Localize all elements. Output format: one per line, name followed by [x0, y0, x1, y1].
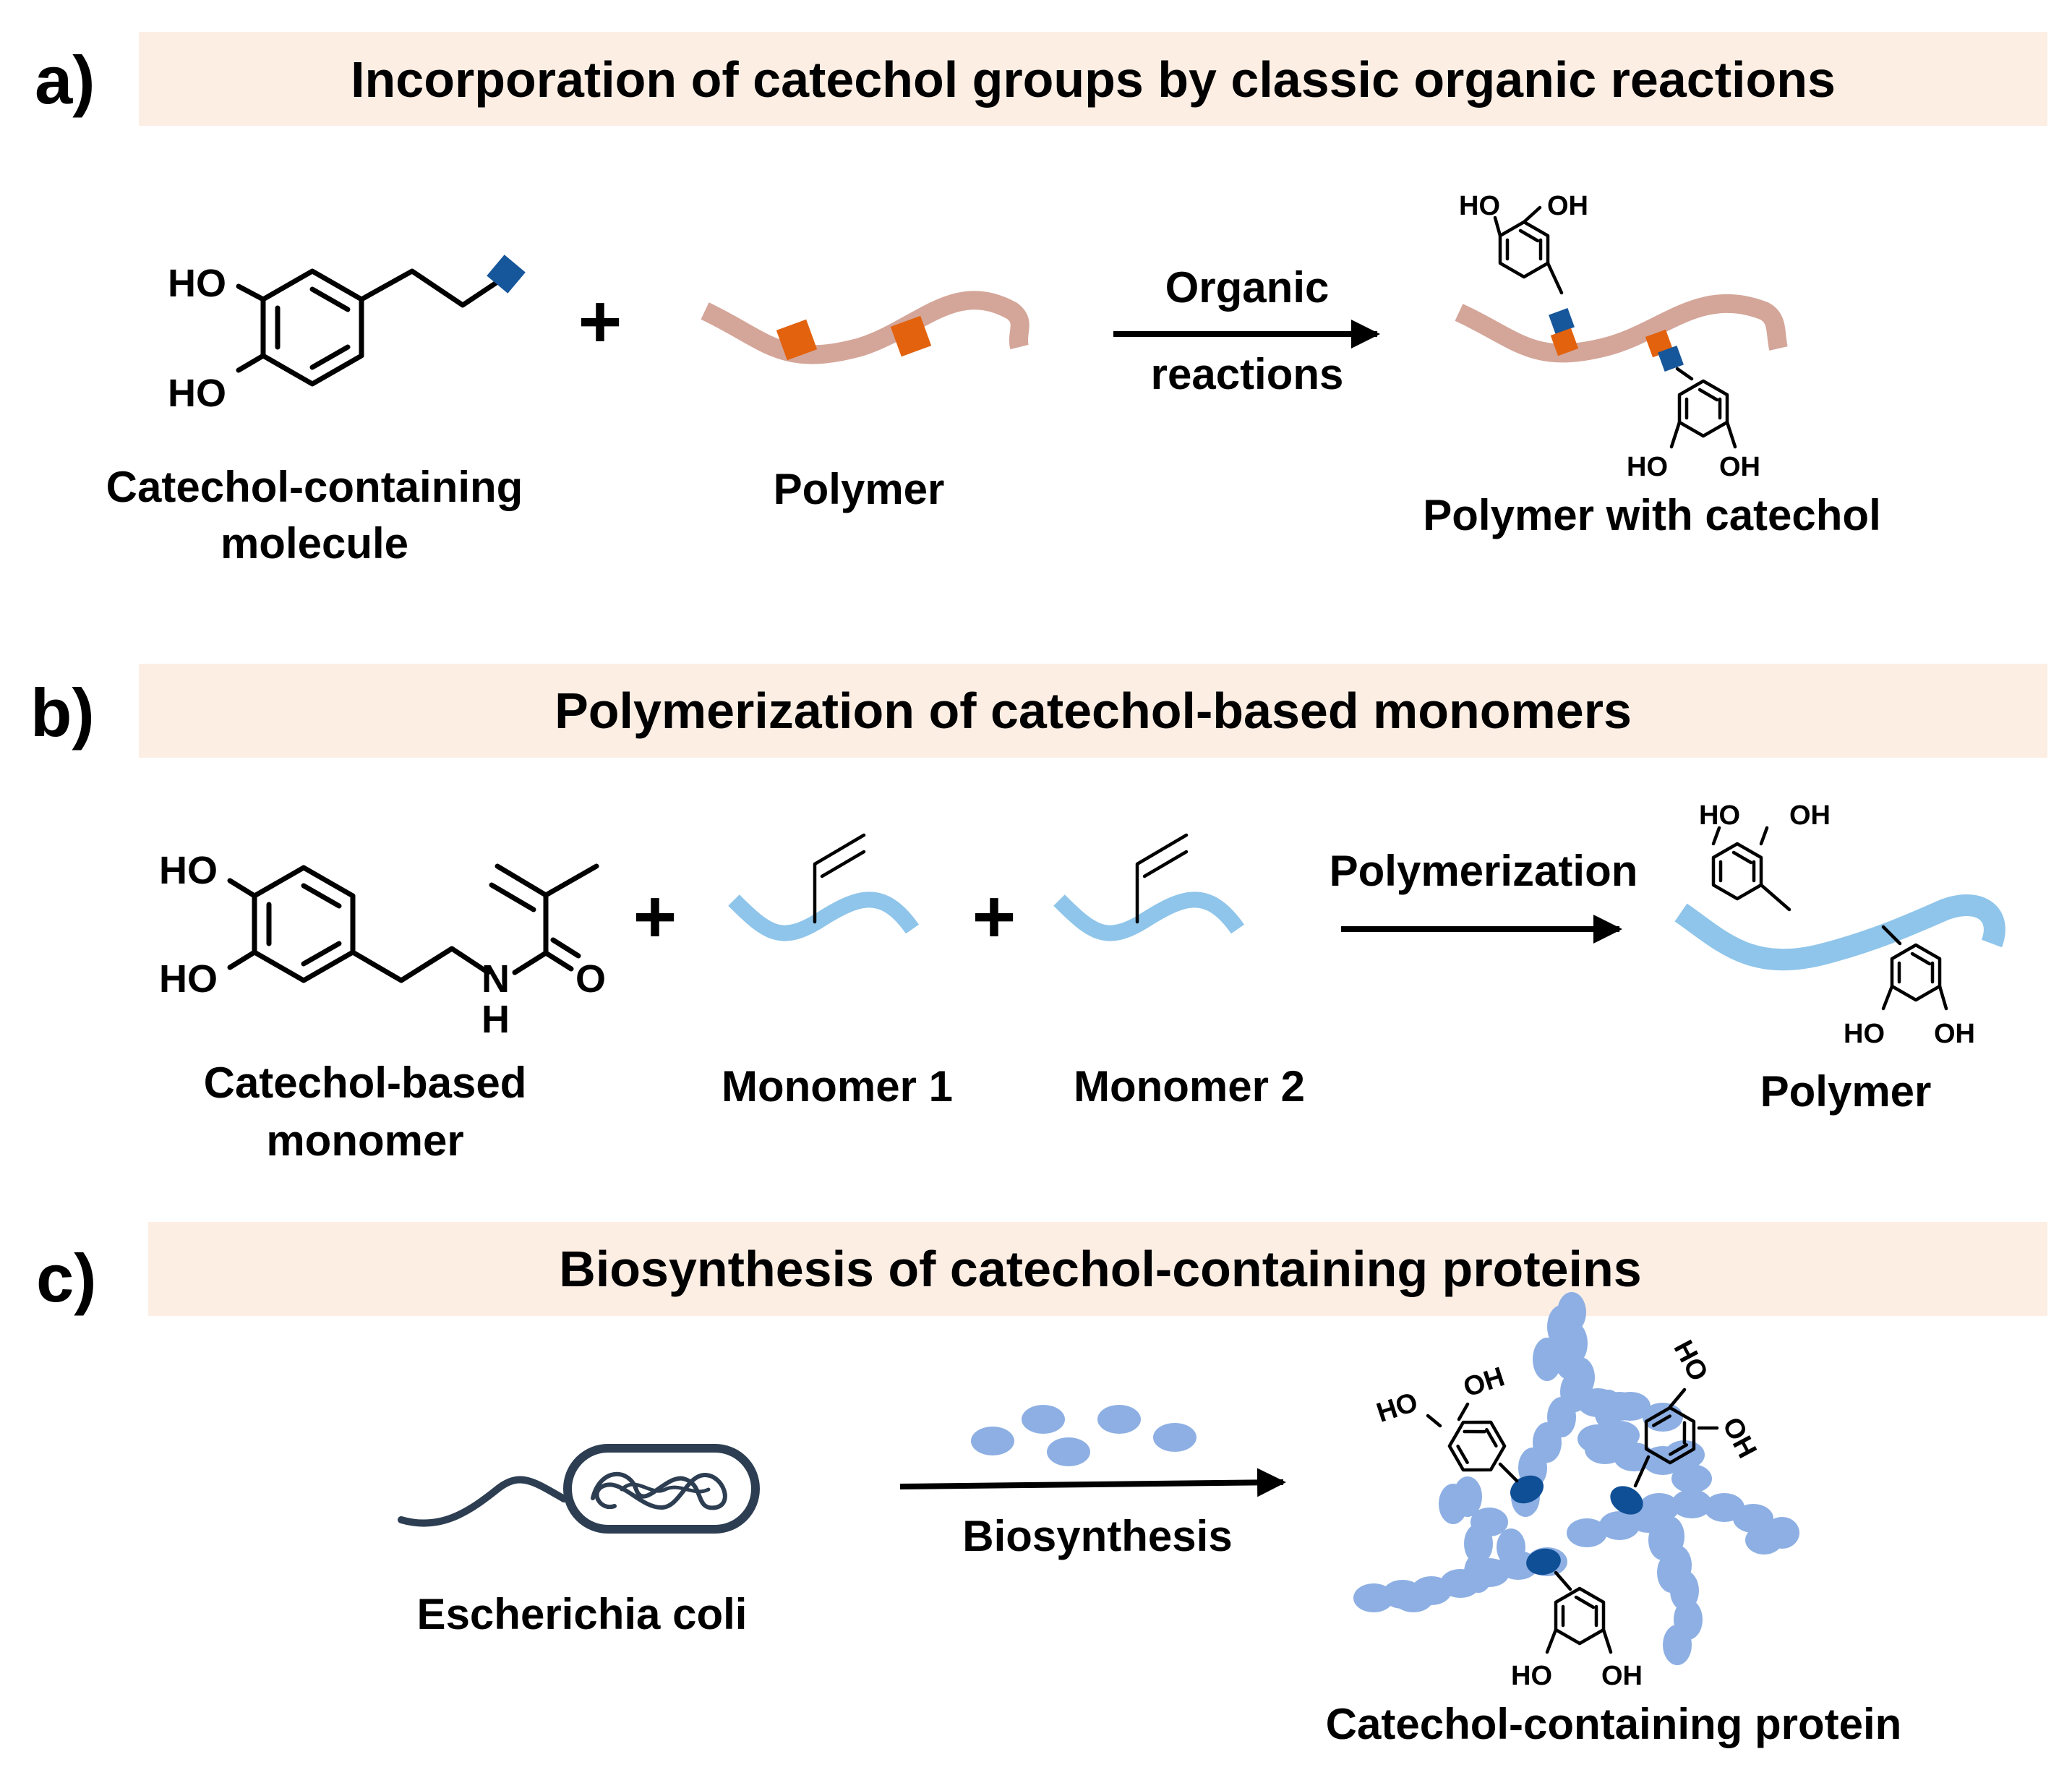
atom-o: O [575, 957, 606, 1001]
reactive-group-2 [890, 315, 932, 357]
panel-c-title: Biosynthesis of catechol-containing prot… [559, 1241, 1641, 1297]
atom-oh-a1: OH [1547, 191, 1588, 221]
arrow-right-c [899, 1468, 1286, 1497]
plus-sign-b1: + [633, 875, 677, 959]
panel-b-banner [139, 664, 2047, 758]
catechol-molecule-label-1: Catechol-containing [106, 463, 523, 511]
atom-ho-b2: HO [159, 957, 218, 1001]
bacterium-icon [398, 1444, 760, 1534]
atom-ho-b1: HO [159, 849, 218, 892]
arrow-b-label: Polymerization [1330, 847, 1638, 895]
atom-ho-1: HO [168, 262, 226, 305]
panel-c: c) Biosynthesis of catechol-containing p… [36, 1222, 2047, 1748]
protein-catechol-1: HO OH [1373, 1361, 1519, 1481]
protein-catechol-3: HO OH [1511, 1570, 1643, 1691]
panel-b: b) Polymerization of catechol-based mono… [30, 664, 2047, 1165]
panel-c-banner [148, 1222, 2047, 1316]
atom-oh-c2: OH [1716, 1413, 1763, 1463]
panel-a-banner [139, 32, 2047, 126]
atom-oh-c3: OH [1601, 1661, 1643, 1691]
atom-ho-a2: HO [1627, 452, 1668, 482]
atom-n: N [481, 957, 510, 1001]
product-label-a: Polymer with catechol [1423, 491, 1881, 539]
atom-ho-c2: HO [1667, 1335, 1713, 1386]
plus-sign-a: + [578, 280, 622, 364]
catechol-molecule-structure: HO HO [168, 255, 526, 415]
atom-ho-c1: HO [1373, 1387, 1421, 1429]
monomer-1-structure [728, 833, 920, 941]
atom-h: H [481, 998, 510, 1041]
monomer-label-1: Catechol-based [204, 1059, 527, 1107]
panel-b-letter: b) [30, 675, 95, 751]
catechol-molecule-label-2: molecule [221, 519, 408, 568]
panel-a: a) Incorporation of catechol groups by c… [35, 32, 2047, 568]
polymer-with-catechol-b: HO OH HO OH [1674, 800, 2005, 1049]
atom-oh-b4: OH [1934, 1019, 1975, 1049]
reactive-group-1 [776, 319, 818, 361]
atom-oh-a2: OH [1719, 452, 1760, 482]
arrow-a-label-2: reactions [1151, 350, 1344, 398]
atom-oh-c1: OH [1460, 1361, 1508, 1403]
atom-ho-c3: HO [1511, 1661, 1552, 1691]
atom-oh-b3: OH [1789, 800, 1831, 831]
plus-sign-b2: + [972, 875, 1016, 959]
panel-c-letter: c) [36, 1240, 97, 1316]
arrow-c-label: Biosynthesis [962, 1512, 1232, 1560]
organism-label: Escherichia coli [417, 1590, 748, 1638]
monomer-1-label: Monomer 1 [722, 1062, 953, 1111]
atom-ho-2: HO [168, 372, 226, 415]
arrow-a-label-1: Organic [1165, 263, 1330, 312]
catechol-monomer-structure: HO HO N H O [159, 849, 606, 1041]
atom-ho-b4: HO [1844, 1019, 1885, 1049]
monomer-label-2: monomer [266, 1116, 463, 1165]
monomer-2-structure [1053, 833, 1245, 941]
panel-b-title: Polymerization of catechol-based monomer… [555, 683, 1632, 739]
polymer-label-a: Polymer [774, 465, 945, 513]
panel-a-title: Incorporation of catechol groups by clas… [351, 51, 1836, 108]
atom-ho-a1: HO [1459, 191, 1500, 221]
product-label-b: Polymer [1760, 1067, 1932, 1116]
product-label-c: Catechol-containing protein [1326, 1700, 1902, 1748]
polymer-chain-a [701, 291, 1029, 364]
polymer-with-catechol: HO OH HO OH [1455, 191, 1788, 482]
protein-chain [1353, 1292, 1799, 1665]
linker-blue-square [487, 255, 526, 294]
atom-ho-b3: HO [1699, 800, 1740, 831]
panel-a-letter: a) [35, 42, 95, 118]
monomer-2-label: Monomer 2 [1074, 1062, 1305, 1111]
protein-catechol-links [1510, 1475, 1643, 1575]
amino-acid-pool [971, 1405, 1196, 1466]
